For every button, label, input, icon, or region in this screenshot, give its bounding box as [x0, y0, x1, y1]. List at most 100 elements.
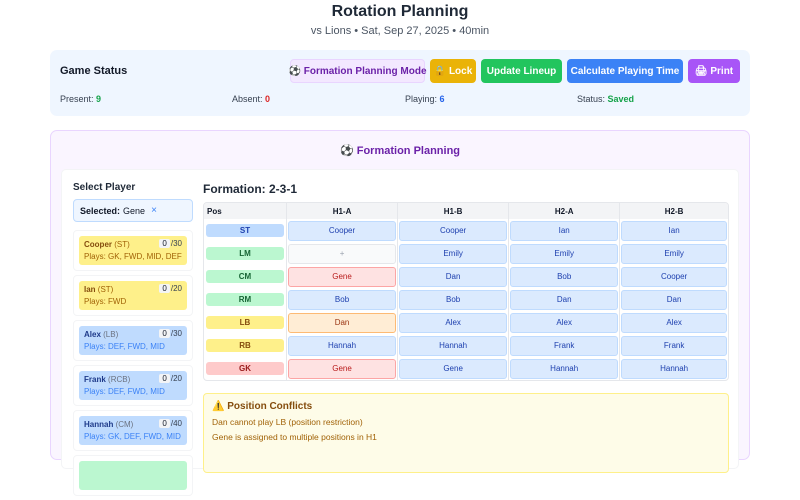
column-header: H1-B	[398, 203, 510, 219]
player-selector: Select Player Selected: Gene × Cooper (S…	[73, 182, 193, 500]
player-item: Hannah (CM) 0/40 Plays: GK, DEF, FWD, MI…	[73, 410, 193, 451]
formation-title: Formation: 2-3-1	[203, 182, 298, 196]
player-card-alex[interactable]: Alex (LB) 0/30 Plays: DEF, FWD, MID	[79, 326, 187, 355]
status-value: Saved	[607, 94, 635, 104]
slot-cell: Dan	[620, 288, 728, 311]
select-player-heading: Select Player	[73, 182, 136, 193]
assigned-player-slot[interactable]: Frank	[621, 335, 727, 356]
player-item: Ian (ST) 0/20 Plays: FWD	[73, 275, 193, 316]
player-minutes: 0/20	[159, 284, 182, 293]
position-badge: LM	[206, 247, 284, 260]
player-position: (ST)	[97, 285, 114, 294]
game-status-label: Game Status	[60, 65, 128, 77]
assigned-player-slot[interactable]: Alex	[399, 312, 508, 333]
player-name: Hannah	[84, 420, 114, 429]
game-subtitle: vs Lions • Sat, Sep 27, 2025 • 40min	[310, 25, 490, 37]
assigned-player-slot[interactable]: Cooper	[621, 266, 727, 287]
minutes-max: /20	[170, 374, 182, 383]
present-value: 9	[96, 94, 102, 104]
assigned-player-slot[interactable]: Alex	[510, 312, 619, 333]
assigned-player-slot[interactable]: Dan	[288, 312, 397, 333]
table-header-row: Pos H1-A H1-B H2-A H2-B	[204, 203, 728, 219]
slot-cell: Dan	[398, 265, 510, 288]
assigned-player-slot[interactable]: Cooper	[399, 220, 508, 241]
minutes-max: /20	[170, 284, 182, 293]
player-plays: Plays: FWD	[84, 297, 127, 306]
assigned-player-slot[interactable]: Dan	[510, 289, 619, 310]
position-cell: LM	[204, 242, 287, 265]
player-item: Cooper (ST) 0/30 Plays: GK, FWD, MID, DE…	[73, 230, 193, 271]
player-position: (RCB)	[108, 375, 131, 384]
column-header: H2-A	[509, 203, 621, 219]
player-name: Cooper	[84, 240, 112, 249]
assigned-player-slot[interactable]: Cooper	[288, 220, 397, 241]
absent-label: Absent:	[232, 94, 266, 104]
player-name: Ian	[84, 285, 96, 294]
player-item: Alex (LB) 0/30 Plays: DEF, FWD, MID	[73, 320, 193, 361]
slot-cell: Dan	[287, 311, 399, 334]
assigned-player-slot[interactable]: Dan	[621, 289, 727, 310]
minutes-count: 0	[159, 239, 170, 248]
assigned-player-slot[interactable]: Emily	[621, 243, 727, 264]
column-header: H2-B	[620, 203, 728, 219]
position-badge: CM	[206, 270, 284, 283]
update-lineup-button[interactable]: Update Lineup	[481, 59, 562, 83]
player-plays: Plays: GK, FWD, MID, DEF	[84, 252, 182, 261]
assigned-player-slot[interactable]: Hannah	[399, 335, 508, 356]
assigned-player-slot[interactable]: Hannah	[621, 358, 727, 379]
formation-planning-mode-button[interactable]: ⚽ Formation Planning Mode	[289, 59, 427, 83]
add-player-slot[interactable]: +	[288, 243, 397, 264]
player-item	[73, 455, 193, 496]
player-item: Frank (RCB) 0/20 Plays: DEF, FWD, MID	[73, 365, 193, 406]
position-cell: CM	[204, 265, 287, 288]
slot-cell: Gene	[398, 357, 510, 380]
game-status-panel: Game Status ⚽ Formation Planning Mode 🔒 …	[50, 50, 750, 116]
player-card-hannah[interactable]: Hannah (CM) 0/40 Plays: GK, DEF, FWD, MI…	[79, 416, 187, 445]
slot-cell: Cooper	[620, 265, 728, 288]
player-plays: Plays: DEF, FWD, MID	[84, 387, 165, 396]
formation-planning-panel: ⚽ Formation Planning Select Player Selec…	[50, 130, 750, 496]
conflict-item: Gene is assigned to multiple positions i…	[212, 432, 377, 442]
assigned-player-slot[interactable]: Emily	[510, 243, 619, 264]
slot-cell: Cooper	[398, 219, 510, 242]
player-plays: Plays: GK, DEF, FWD, MID	[84, 432, 181, 441]
calculate-playing-time-button[interactable]: Calculate Playing Time	[567, 59, 683, 83]
assigned-player-slot[interactable]: Ian	[621, 220, 727, 241]
slot-cell: Alex	[509, 311, 621, 334]
page-header: Rotation Planning vs Lions • Sat, Sep 27…	[0, 0, 800, 38]
slot-cell: Bob	[398, 288, 510, 311]
assigned-player-slot[interactable]: Bob	[288, 289, 397, 310]
player-plays: Plays: DEF, FWD, MID	[84, 342, 165, 351]
player-position: (LB)	[103, 330, 119, 339]
assigned-player-slot[interactable]: Gene	[288, 266, 397, 287]
player-card-cooper[interactable]: Cooper (ST) 0/30 Plays: GK, FWD, MID, DE…	[79, 236, 187, 265]
player-card-ian[interactable]: Ian (ST) 0/20 Plays: FWD	[79, 281, 187, 310]
column-header: H1-A	[287, 203, 399, 219]
assigned-player-slot[interactable]: Emily	[399, 243, 508, 264]
slot-cell: Ian	[620, 219, 728, 242]
assigned-player-slot[interactable]: Hannah	[288, 335, 397, 356]
minutes-count: 0	[159, 374, 170, 383]
assigned-player-slot[interactable]: Dan	[399, 266, 508, 287]
assigned-player-slot[interactable]: Hannah	[510, 358, 619, 379]
assigned-player-slot[interactable]: Ian	[510, 220, 619, 241]
clear-selection-icon[interactable]: ×	[151, 205, 157, 216]
assigned-player-slot[interactable]: Frank	[510, 335, 619, 356]
player-minutes: 0/40	[159, 419, 182, 428]
assigned-player-slot[interactable]: Alex	[621, 312, 727, 333]
minutes-count: 0	[159, 284, 170, 293]
assigned-player-slot[interactable]: Bob	[399, 289, 508, 310]
lock-button[interactable]: 🔒 Lock	[430, 59, 476, 83]
minutes-max: /40	[170, 419, 182, 428]
player-card-next[interactable]	[79, 461, 187, 490]
assigned-player-slot[interactable]: Gene	[399, 358, 508, 379]
assigned-player-slot[interactable]: Gene	[288, 358, 397, 379]
assigned-player-slot[interactable]: Bob	[510, 266, 619, 287]
slot-cell: Hannah	[509, 357, 621, 380]
position-badge: ST	[206, 224, 284, 237]
print-button[interactable]: 🖨 Print	[688, 59, 740, 83]
player-card-frank[interactable]: Frank (RCB) 0/20 Plays: DEF, FWD, MID	[79, 371, 187, 400]
